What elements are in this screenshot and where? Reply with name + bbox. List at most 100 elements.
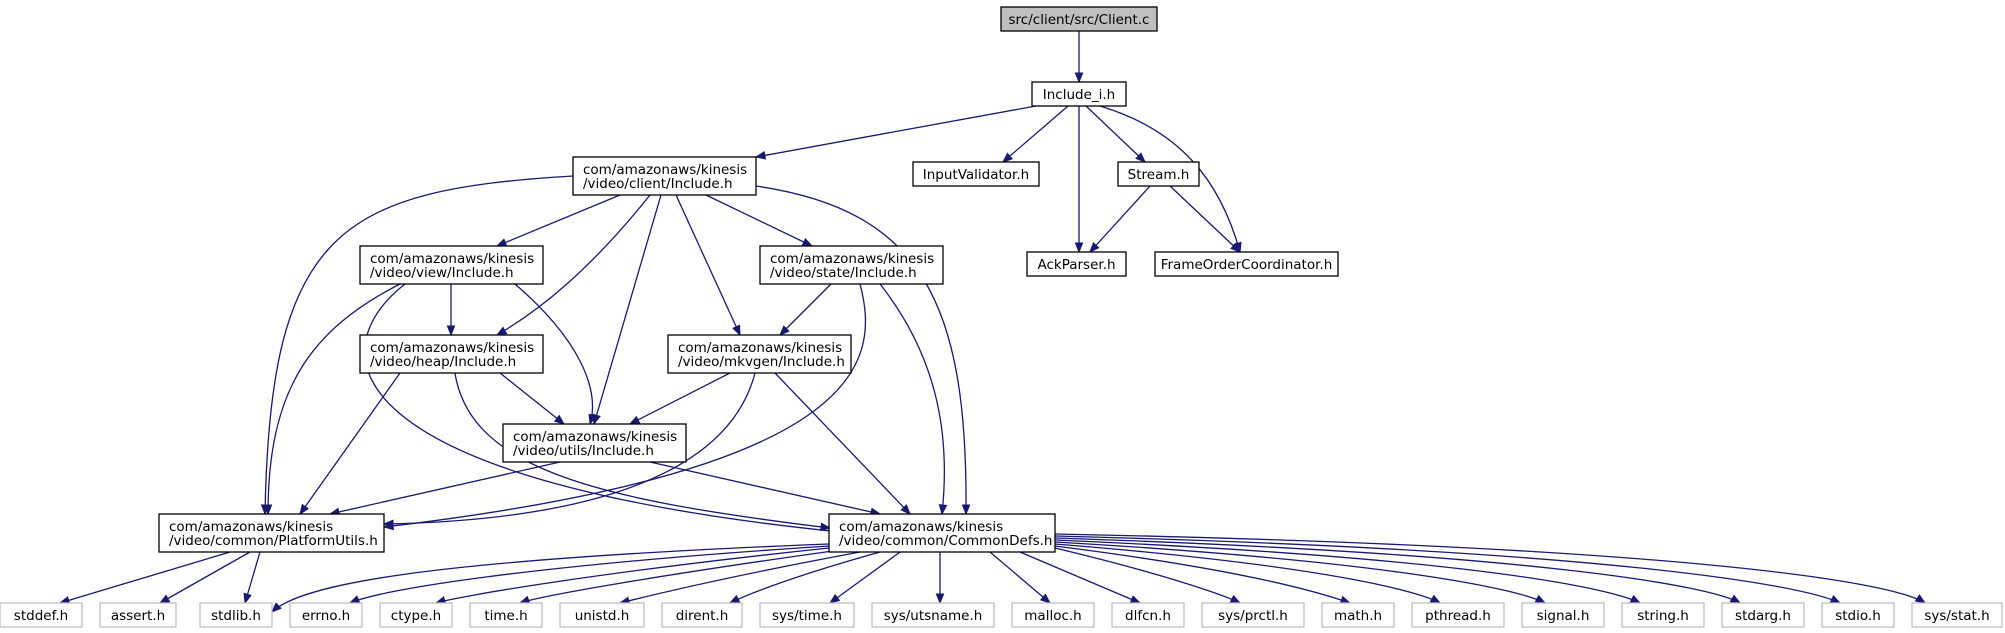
edge-utils_inc-to-platform [328,461,561,517]
node-label: InputValidator.h [923,167,1029,183]
node-label: stdarg.h [1735,608,1791,624]
node-box [1521,602,1605,628]
node-label: FrameOrderCoordinator.h [1161,257,1333,273]
node-box [1154,251,1339,277]
edge-arrowhead [348,595,361,604]
edge-line [593,194,662,425]
node-label: /video/view/Include.h [370,265,514,281]
edge-line [299,372,401,515]
node-utils-inc[interactable]: com/amazonaws/kinesis/video/utils/Includ… [502,423,687,463]
node-label: Stream.h [1128,167,1190,183]
edge-arrowhead [961,504,971,516]
node-label: math.h [1334,608,1382,624]
edge-line [496,194,651,336]
node-box [1026,251,1127,277]
edge-line [1054,533,1926,604]
node-utsname: sys/utsname.h [871,602,995,628]
node-box [1011,602,1095,628]
node-label: com/amazonaws/kinesis [513,429,677,445]
node-dirent: dirent.h [661,602,743,628]
node-label: ctype.h [391,608,441,624]
edge-line [1019,551,1141,604]
node-box [502,423,687,463]
edge-commondefs-to-errno [348,545,830,604]
edge-line [1054,545,1351,604]
edge-line [705,194,813,247]
edge-line [383,283,867,528]
node-label: pthread.h [1425,608,1491,624]
node-errno: errno.h [289,602,363,628]
node-label: sys/time.h [772,608,842,624]
edge-commondefs-to-math [1054,545,1352,604]
node-stdlib: stdlib.h [199,602,273,628]
node-commondefs[interactable]: com/amazonaws/kinesis/video/common/Commo… [828,513,1056,553]
node-client-c[interactable]: src/client/src/Client.c [1000,6,1158,32]
edge-arrowhead [553,414,566,425]
node-platform[interactable]: com/amazonaws/kinesis/video/common/Platf… [158,513,385,553]
node-label: /video/common/PlatformUtils.h [169,533,378,549]
node-prctl: sys/prctl.h [1201,602,1305,628]
node-label: /video/utils/Include.h [513,443,654,459]
node-box [199,602,273,628]
node-label: src/client/src/Client.c [1009,12,1150,28]
edge-line [496,194,621,247]
edge-commondefs-to-prctl [1054,547,1242,604]
node-label: com/amazonaws/kinesis [678,340,842,356]
edge-line [1089,185,1151,253]
node-label: com/amazonaws/kinesis [770,251,934,267]
node-include-i[interactable]: Include_i.h [1031,81,1127,107]
edge-commondefs-to-dlfcn [1019,551,1142,604]
edge-line [264,175,574,515]
edge-line [514,283,594,425]
edge-include_i-to-input_val [1001,105,1069,163]
node-frame-order[interactable]: FrameOrderCoordinator.h [1154,251,1339,277]
edges-layer [58,31,1927,613]
edge-line [619,551,861,604]
edge-include_i-to-stream [1085,105,1146,163]
edge-platform-to-assert [158,551,251,604]
edge-arrowhead [263,504,273,516]
edge-arrowhead [158,594,171,604]
node-label: signal.h [1537,608,1590,624]
node-mkvgen-inc[interactable]: com/amazonaws/kinesis/video/mkvgen/Inclu… [667,334,852,374]
node-input-val[interactable]: InputValidator.h [912,161,1040,187]
edge-line [1085,105,1146,163]
node-ack-parser[interactable]: AckParser.h [1026,251,1127,277]
node-label: stddef.h [14,608,68,624]
edge-arrowhead [1129,595,1142,604]
node-label: /video/client/Include.h [583,176,733,192]
edge-commondefs-to-signal [1054,541,1547,604]
node-box [1821,602,1895,628]
edge-commondefs-to-utsname [935,552,945,605]
edge-line [271,543,830,613]
node-label: /video/state/Include.h [770,265,917,281]
edge-arrowhead [495,326,508,336]
node-label: string.h [1637,608,1689,624]
node-box [99,602,177,628]
edge-arrowhead [1229,594,1242,604]
edge-arrowhead [1074,242,1084,254]
edge-client_inc-to-view_inc [495,194,621,247]
edge-view_inc-to-utils_inc [514,283,597,426]
node-stream[interactable]: Stream.h [1117,161,1200,187]
edge-client_inc-to-mkvgen_inc [675,194,741,337]
node-state-inc[interactable]: com/amazonaws/kinesis/video/state/Includ… [759,245,944,285]
node-box [572,156,757,196]
node-view-inc[interactable]: com/amazonaws/kinesis/video/view/Include… [359,245,544,285]
node-label: stdlib.h [211,608,261,624]
edge-arrowhead [728,594,741,604]
edge-heap_inc-to-utils_inc [499,372,566,425]
edge-client_inc-to-heap_inc [495,194,651,336]
node-box [1621,602,1705,628]
edge-line [879,283,946,515]
edge-arrowhead [1230,242,1241,253]
edge-line [364,283,841,533]
edge-line [779,283,832,336]
node-time: time.h [469,602,543,628]
edge-include_i-to-client_inc [754,105,1037,160]
node-heap-inc[interactable]: com/amazonaws/kinesis/video/heap/Include… [359,334,544,374]
edge-line [435,547,830,604]
node-client-inc[interactable]: com/amazonaws/kinesis/video/client/Inclu… [572,156,757,196]
edge-arrowhead [1914,594,1927,604]
edge-arrowhead [446,325,456,337]
